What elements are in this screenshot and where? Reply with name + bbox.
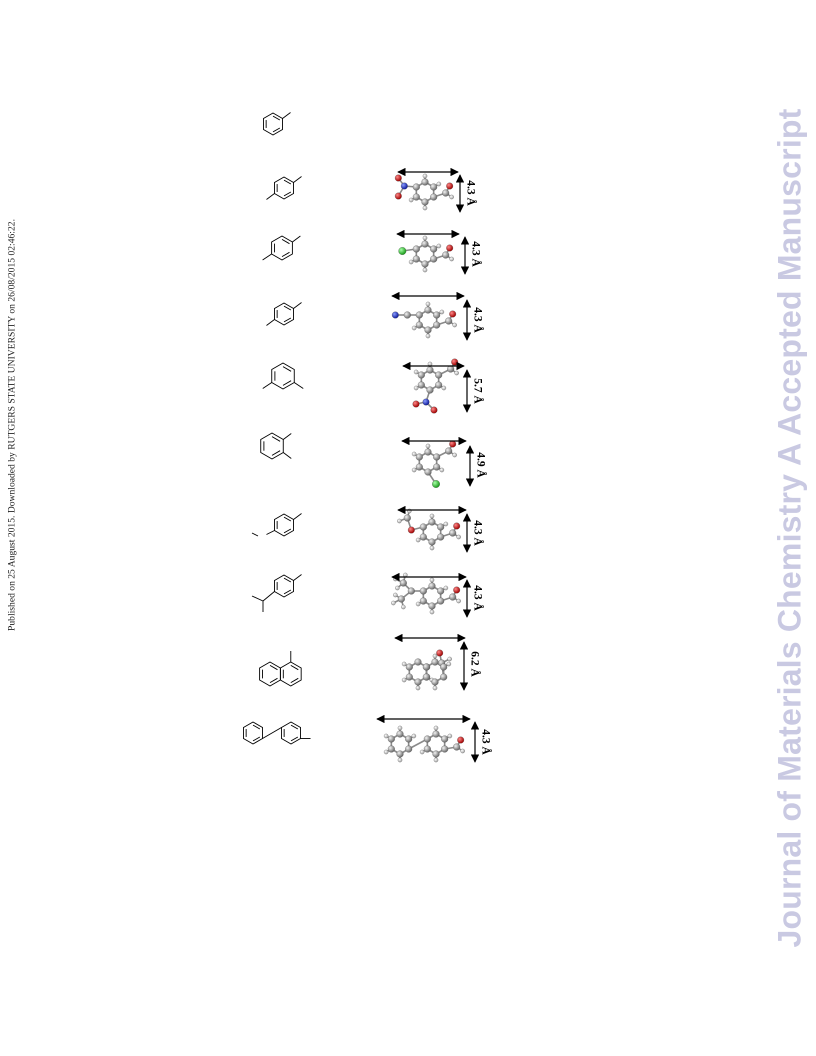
structure-4-isopropylphenyl [251, 574, 302, 612]
model-ortho-chloro [411, 440, 457, 488]
dimension-label: 4.3 Å [471, 520, 485, 546]
dimension-label: 5.7 Å [471, 378, 485, 404]
model-nitro [394, 173, 454, 211]
structure-4-chlorophenyl [262, 235, 301, 261]
model-methoxy [397, 508, 461, 551]
dimension-label: 4.3 Å [471, 307, 485, 333]
dimension-label: 6.2 Å [468, 651, 482, 677]
structure-4-biphenyl [243, 721, 311, 745]
ball-and-stick-models [383, 173, 465, 763]
structure-4-methoxyphenyl [251, 513, 302, 537]
model-meta-nitro [412, 358, 459, 414]
structure-4-nitrophenyl [266, 176, 302, 200]
dimension-label: 4.3 Å [471, 585, 485, 611]
dimension-label: 4.3 Å [479, 729, 493, 755]
dimension-3: 4.3 Å [396, 229, 483, 275]
chemical-structures [243, 112, 311, 745]
model-cyano [391, 301, 457, 339]
model-biphenyl [383, 725, 465, 763]
dimension-label: 4.3 Å [464, 180, 478, 206]
dimension-5: 5.7 Å [402, 361, 485, 413]
model-naphthyl [401, 649, 452, 691]
structure-2-chlorophenyl [260, 432, 292, 460]
structure-phenyl [263, 112, 291, 136]
structure-1-naphthyl [259, 651, 302, 687]
dimension-4: 4.3 Å [391, 291, 485, 341]
dimension-8: 4.3 Å [391, 572, 485, 618]
dimension-9: 6.2 Å [394, 633, 482, 691]
dimension-7: 4.3 Å [397, 505, 485, 553]
dimension-6: 4.9 Å [401, 436, 488, 487]
structure-3-nitrophenyl [262, 362, 304, 390]
model-chloro [398, 235, 454, 273]
dimension-10: 4.3 Å [376, 714, 493, 763]
dimension-annotations: 4.3 Å 4.3 Å 4.3 Å 5.7 Å 4.9 Å 4.3 Å 4.3 Å 6.2 Å… [376, 167, 493, 763]
model-isopropyl [391, 572, 461, 615]
dimension-label: 4.9 Å [474, 452, 488, 478]
dimension-2: 4.3 Å [397, 167, 478, 213]
structure-4-cyanophenyl [266, 302, 302, 326]
dimension-label: 4.3 Å [469, 241, 483, 267]
